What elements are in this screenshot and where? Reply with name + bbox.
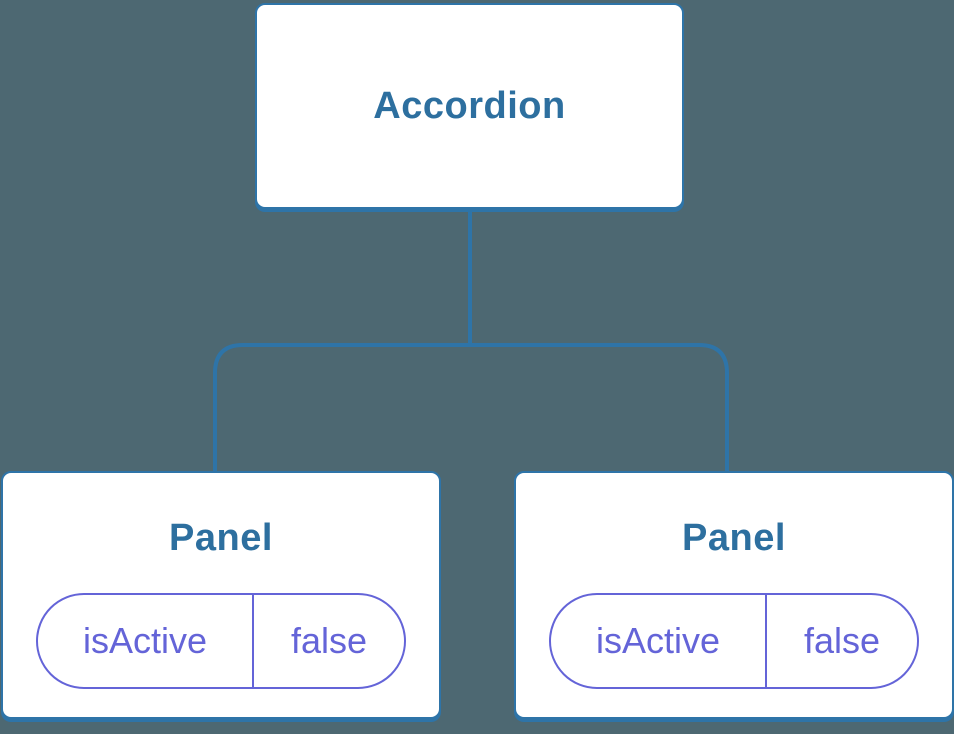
state-key-label: isActive (551, 595, 767, 687)
connector-branches (213, 343, 729, 473)
state-pill: isActive false (549, 593, 919, 689)
node-label: Panel (682, 517, 786, 559)
tree-node-accordion: Accordion (255, 3, 684, 209)
state-key-label: isActive (38, 595, 254, 687)
state-value-label: false (290, 620, 367, 661)
node-label: Panel (169, 517, 273, 559)
tree-node-panel-2: Panel isActive false (514, 471, 954, 719)
tree-node-panel-1: Panel isActive false (1, 471, 441, 719)
node-label: Accordion (373, 84, 566, 127)
state-pill: isActive false (36, 593, 406, 689)
state-value-label: false (803, 620, 880, 661)
